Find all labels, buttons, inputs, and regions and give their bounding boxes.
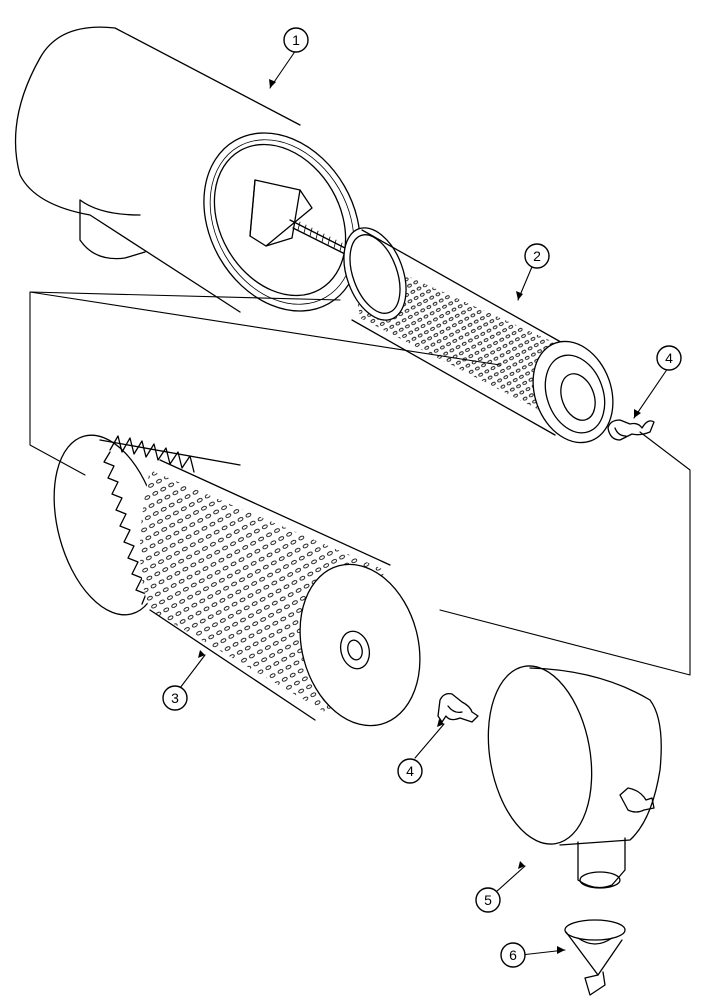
callout-1: 1 — [283, 27, 309, 53]
callout-3: 3 — [162, 685, 188, 711]
callout-2-label: 2 — [533, 248, 541, 264]
end-cover — [487, 665, 662, 889]
callout-4b: 4 — [397, 758, 423, 784]
callout-6: 6 — [500, 942, 526, 968]
callout-3-label: 3 — [171, 690, 179, 706]
housing — [14, 26, 361, 313]
callout-5-label: 5 — [484, 892, 492, 908]
alignment-lines — [29, 291, 691, 676]
callout-4b-label: 4 — [406, 763, 414, 779]
callout-4a: 4 — [656, 345, 682, 371]
wing-nut-inner — [607, 419, 655, 441]
outer-filter — [53, 434, 421, 727]
callout-1-label: 1 — [292, 32, 300, 48]
inner-filter — [343, 227, 614, 444]
dust-valve — [564, 919, 626, 996]
callout-2: 2 — [524, 243, 550, 269]
callout-4a-label: 4 — [665, 350, 673, 366]
wing-nut-cover — [437, 692, 479, 723]
callout-5: 5 — [475, 887, 501, 913]
callout-6-label: 6 — [509, 947, 517, 963]
